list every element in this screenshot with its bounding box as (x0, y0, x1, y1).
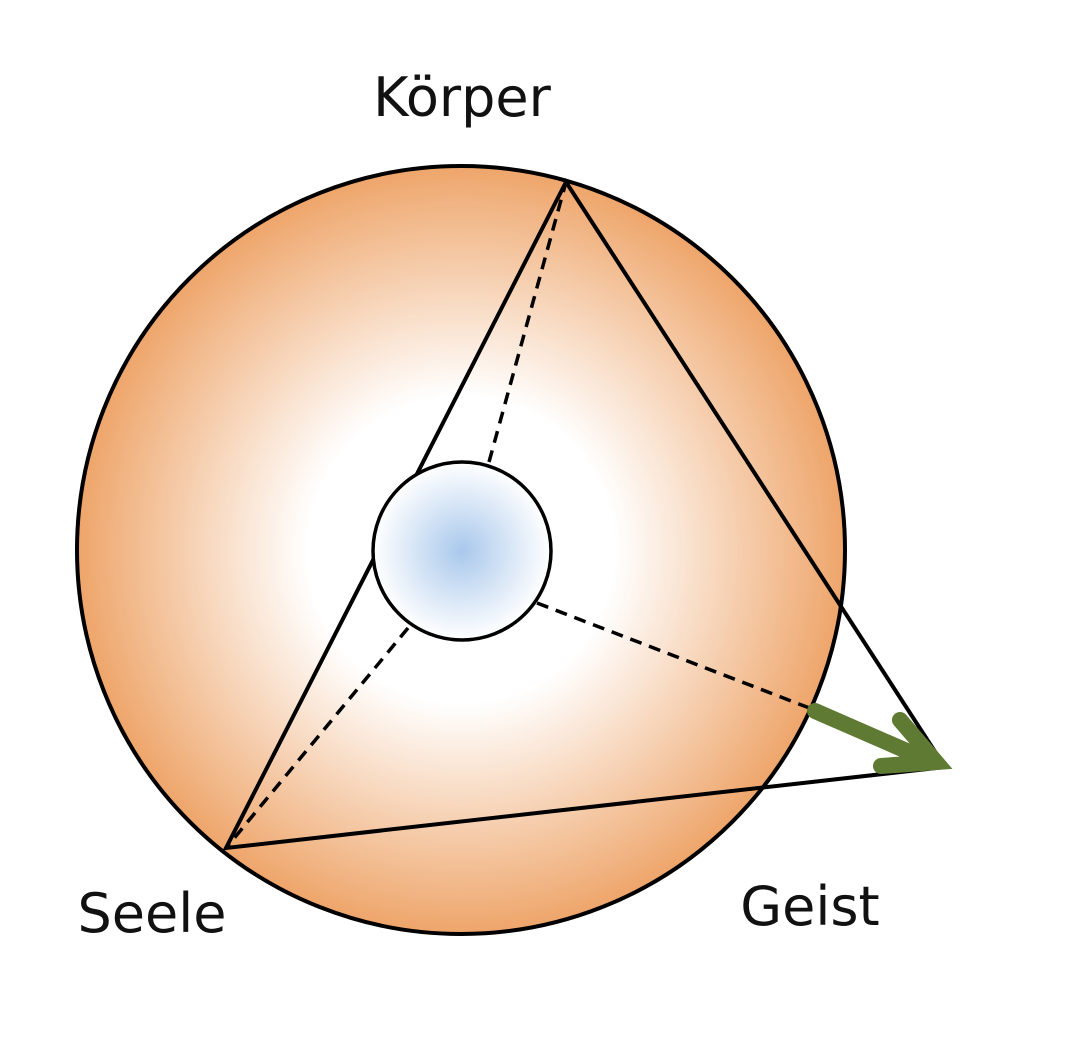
label-koerper: Körper (373, 66, 551, 129)
dashed-connectors (224, 181, 813, 850)
green-arrow (807, 703, 953, 774)
label-geist: Geist (740, 875, 879, 938)
inner-circle (371, 460, 553, 642)
dashed-line-top (487, 181, 568, 463)
dashed-line-left (224, 626, 410, 850)
label-seele: Seele (78, 882, 227, 945)
dashed-line-right (536, 601, 813, 711)
